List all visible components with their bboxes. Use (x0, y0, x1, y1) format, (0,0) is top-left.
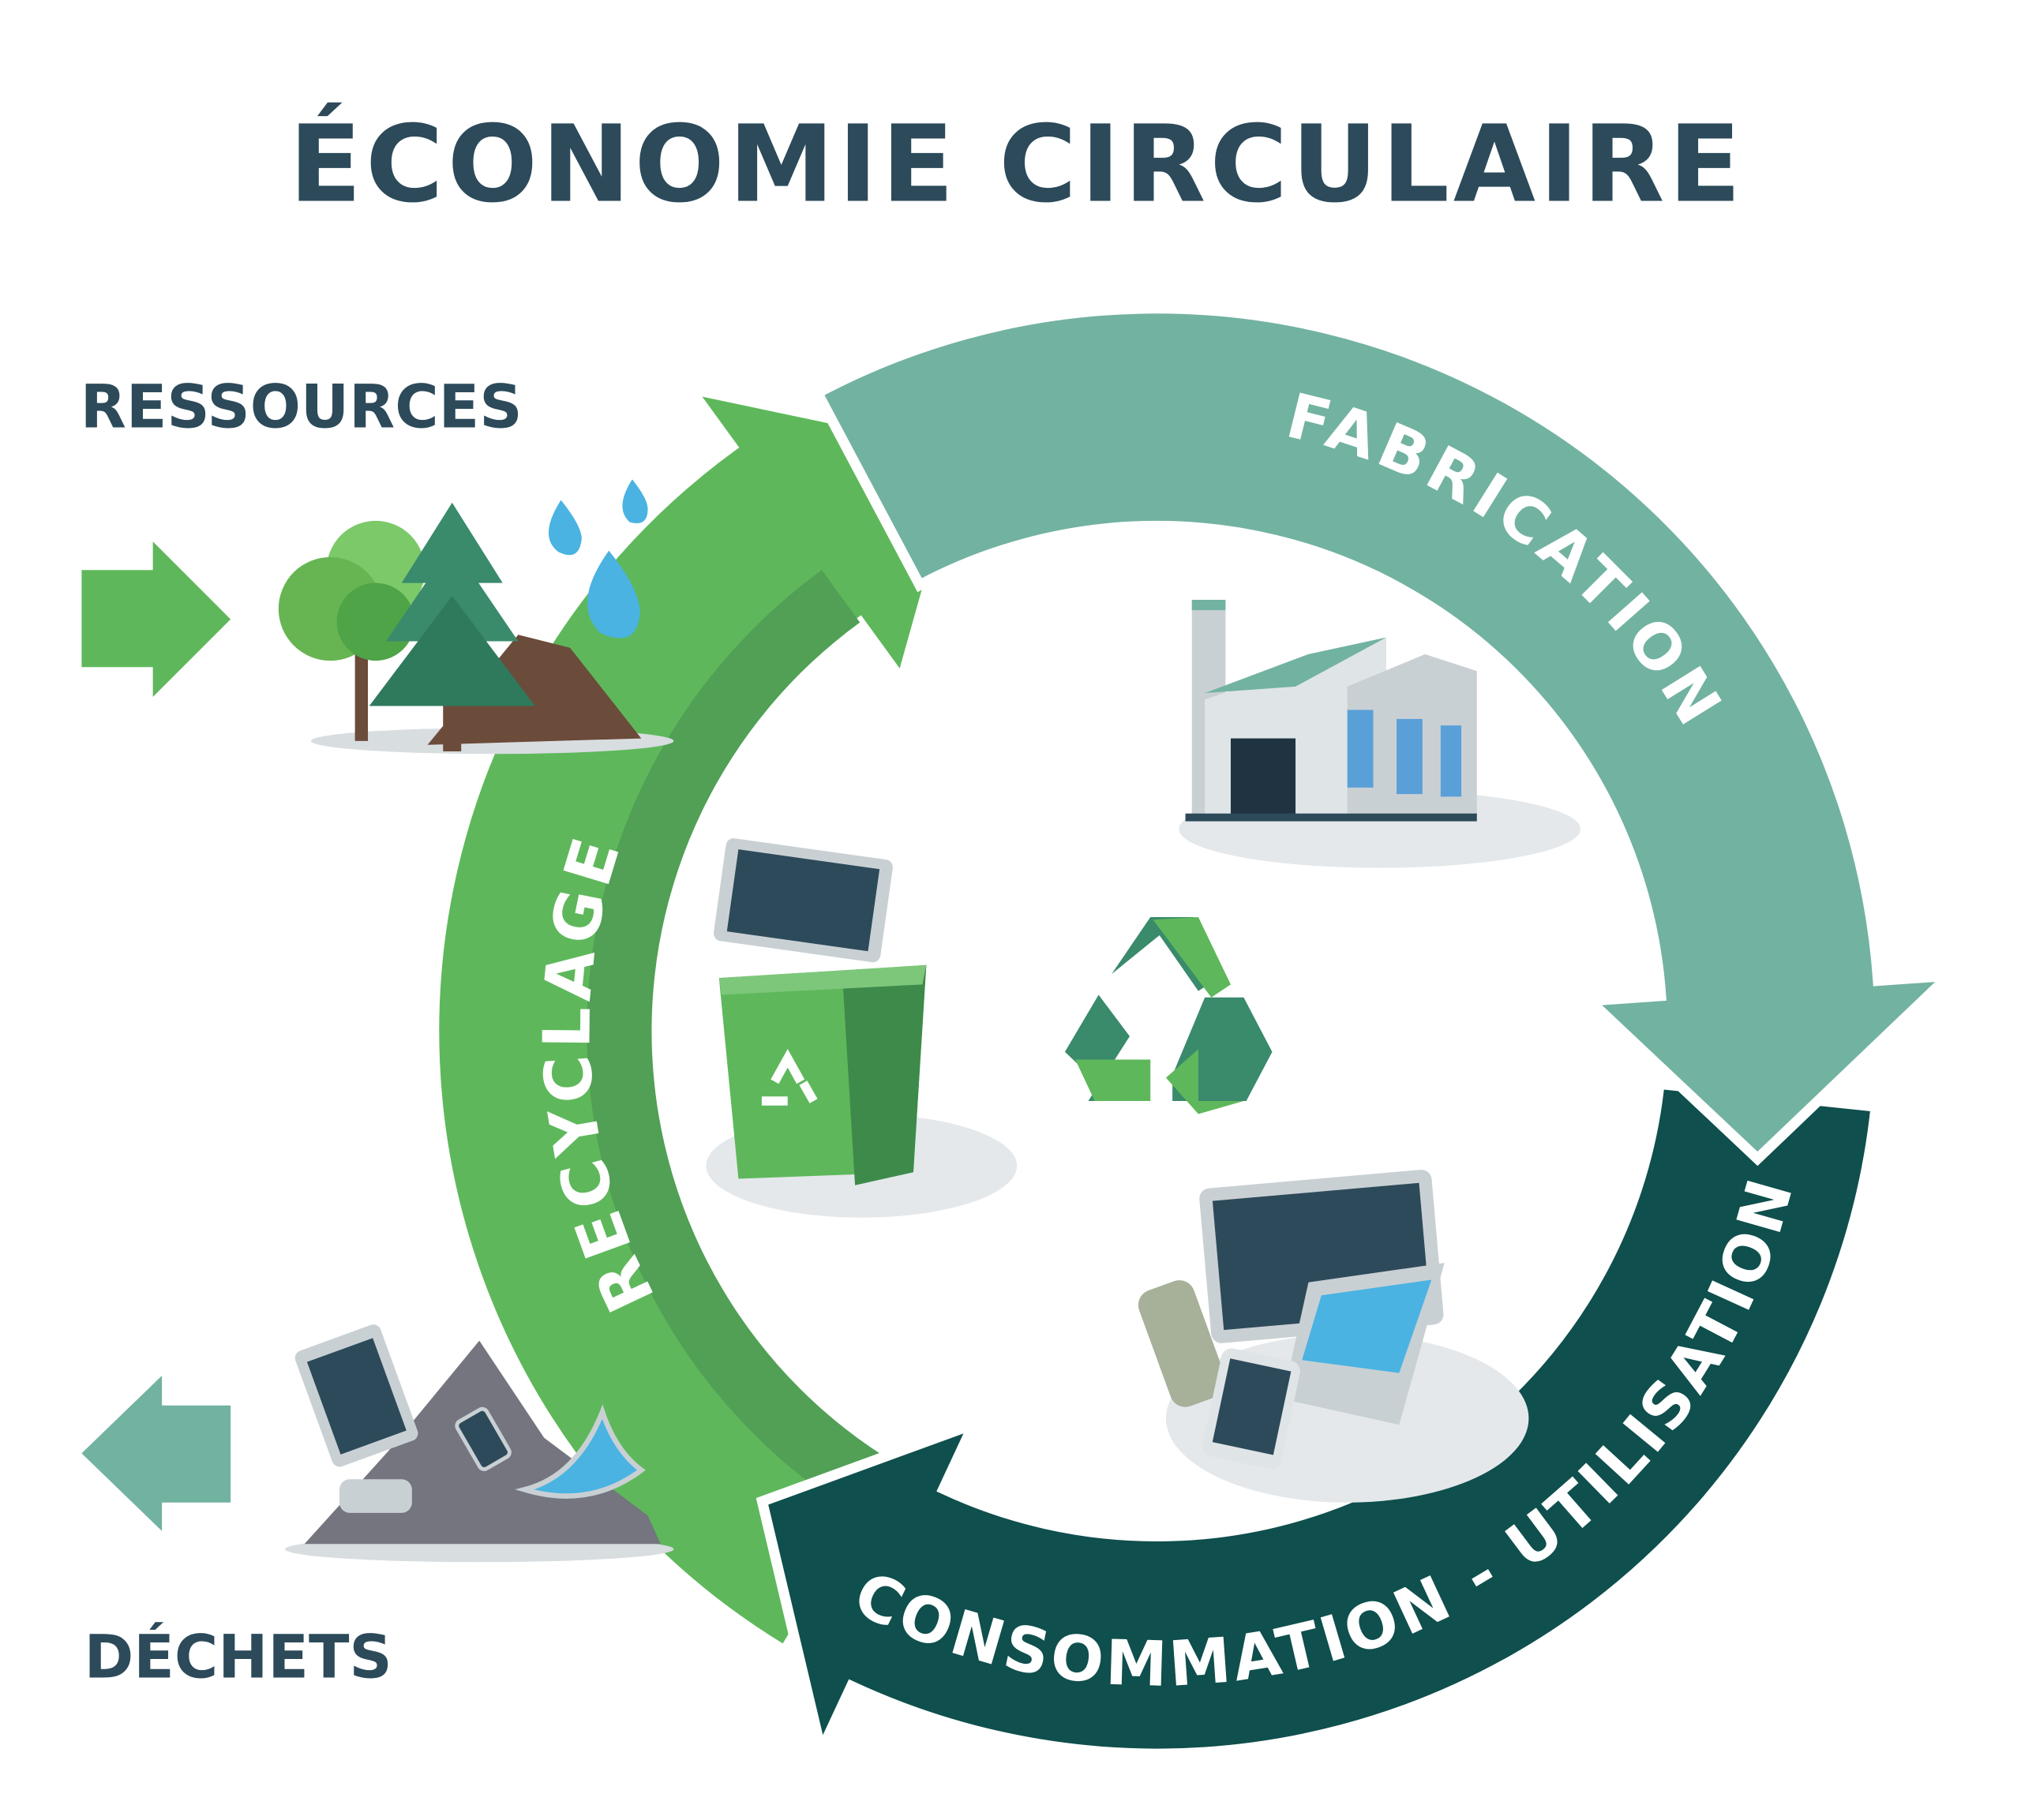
phone-icon (455, 1406, 512, 1471)
waste-pile-illustration (285, 1324, 674, 1563)
waste-outflow-arrow (81, 1375, 231, 1531)
broken-tablet-icon (294, 1324, 418, 1467)
pine-tree-icon (369, 502, 535, 751)
recycle-symbol-icon (1064, 917, 1273, 1114)
factory-illustration (1179, 599, 1581, 868)
soil-pile-icon (427, 635, 642, 745)
paper-icon (515, 1404, 646, 1499)
can-icon (1138, 1280, 1227, 1407)
resources-illustration (278, 479, 674, 755)
water-drops-icon (548, 479, 648, 638)
can-icon (339, 1479, 412, 1513)
page-title: ÉCONOMIE CIRCULAIRE (289, 103, 1745, 227)
resources-label: RESSOURCES (81, 373, 523, 442)
waste-label: DÉCHETS (84, 1622, 392, 1691)
devices-illustration (1138, 1170, 1529, 1503)
recycling-arrow-inner-band (587, 570, 897, 1520)
fabrication-arrow (810, 303, 1963, 1167)
resources-inflow-arrow (81, 541, 231, 698)
bin-recycle-icon (761, 1049, 818, 1106)
recycle-bin-illustration (706, 838, 1018, 1218)
